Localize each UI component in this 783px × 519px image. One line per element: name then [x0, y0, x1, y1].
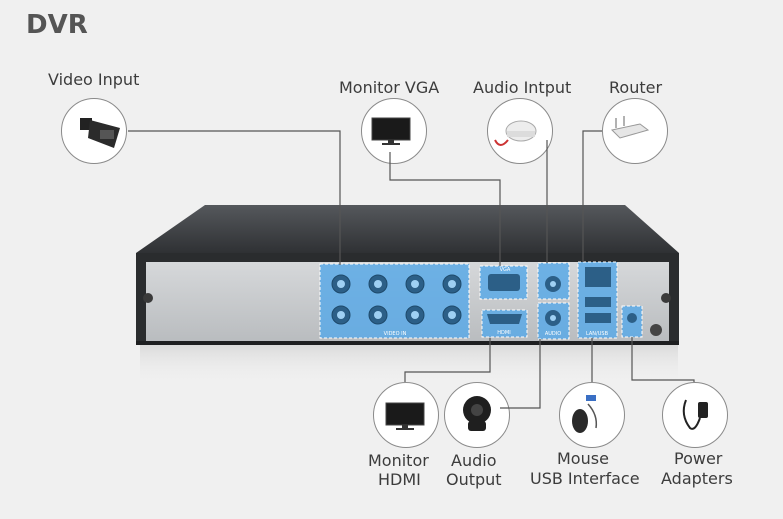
speaker-icon [463, 396, 491, 431]
connector-lines [128, 130, 695, 409]
audio-output-label-2: Output [446, 470, 502, 489]
hdmi-text: HDMI [497, 330, 510, 336]
mouse-label-2: USB Interface [530, 469, 640, 488]
vga-port: VGA [479, 265, 528, 300]
router-label: Router [609, 78, 663, 97]
power-port [621, 305, 643, 338]
audio-out-port: AUDIO [537, 302, 570, 340]
monitor-hdmi-label-1: Monitor [368, 451, 429, 470]
video-input-label: Video Input [48, 70, 140, 89]
ground-terminal [650, 324, 662, 336]
audio-in-port [537, 262, 570, 300]
mouse-label-1: Mouse [557, 449, 609, 468]
router-icon [610, 116, 650, 139]
camera-icon [80, 118, 120, 148]
audio-input-label: Audio Intput [473, 78, 572, 97]
video-in-text: VIDEO IN [384, 331, 407, 337]
power-adapter-icon [682, 399, 708, 430]
audio-output-label-1: Audio [451, 451, 497, 470]
page-title: DVR [26, 10, 88, 40]
monitor-icon [371, 117, 411, 145]
power-adapter-icon-circle [662, 382, 728, 448]
hdmi-port: HDMI [481, 309, 528, 338]
power-label-2: Adapters [661, 469, 733, 488]
power-label-1: Power [674, 449, 723, 468]
screw-left [143, 293, 153, 303]
reflection [140, 345, 678, 385]
vga-text: VGA [500, 267, 511, 273]
video-in-ports: VIDEO IN [319, 263, 470, 339]
microphone-icon [494, 120, 537, 146]
monitor-vga-label: Monitor VGA [339, 78, 440, 97]
lan-usb-ports: LAN/USB [577, 261, 618, 339]
monitor-hdmi-icon [385, 402, 425, 430]
audio-text: AUDIO [545, 331, 561, 337]
lan-usb-text: LAN/USB [586, 331, 609, 337]
screw-right [661, 293, 671, 303]
mouse-icon-circle [559, 382, 625, 448]
mouse-icon [572, 395, 598, 433]
monitor-hdmi-label-2: HDMI [378, 470, 421, 489]
